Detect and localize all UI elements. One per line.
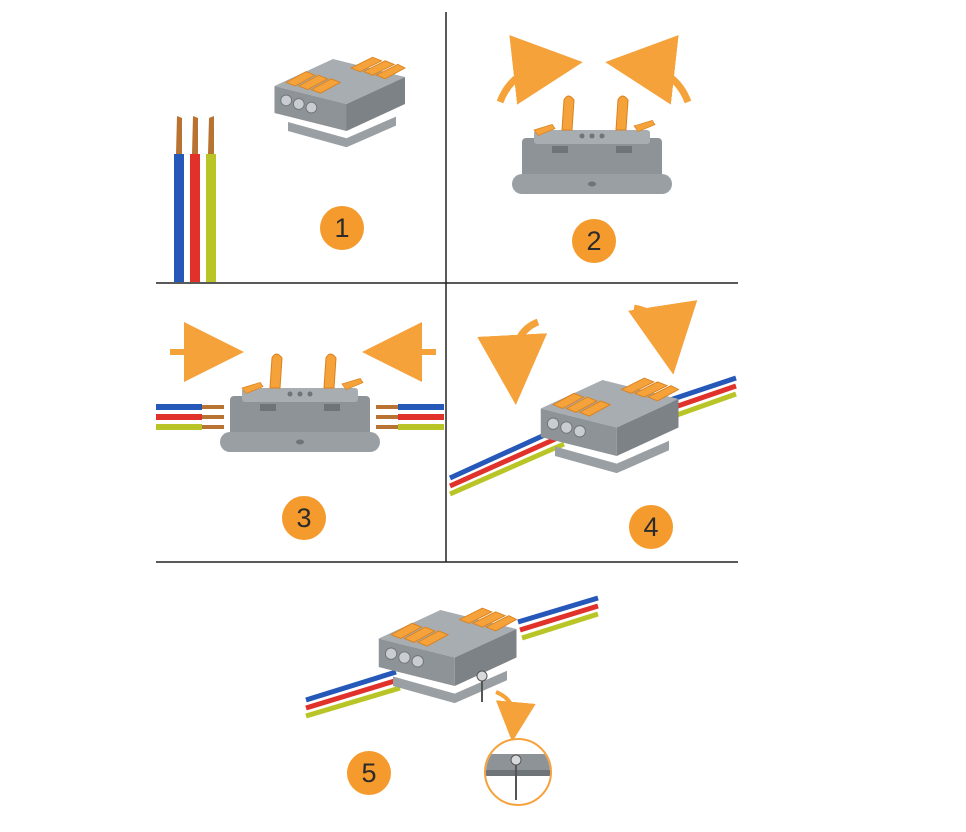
- curved-arrow-icon: [496, 35, 583, 105]
- lever-wire-connector-icon: [512, 95, 672, 194]
- lever-wire-connector-icon: [540, 377, 679, 474]
- wire-bundle: [448, 375, 737, 497]
- step-badge-1: 1: [320, 206, 364, 250]
- mounting-screw-icon: [476, 670, 488, 702]
- step-badge-2: 2: [572, 219, 616, 263]
- panel-step-5: [305, 595, 599, 806]
- stripped-wires-icon: [156, 404, 224, 430]
- step-badge-5: 5: [347, 751, 391, 795]
- stripped-wires-icon: [174, 116, 216, 282]
- wire-bundle: [305, 595, 599, 719]
- lever-wire-connector-icon: [274, 56, 406, 148]
- step-badge-4: 4: [629, 505, 673, 549]
- panel-step-1: [174, 56, 406, 282]
- curved-arrow-icon: [495, 690, 536, 742]
- panel-step-3: [156, 322, 444, 452]
- panel-dividers: [156, 12, 738, 563]
- curved-arrow-icon: [628, 300, 698, 375]
- screw-detail-inset: [484, 738, 552, 806]
- lever-wire-connector-icon: [220, 353, 380, 452]
- step-badge-3: 3: [282, 496, 326, 540]
- panel-step-4: [448, 300, 737, 497]
- panel-step-2: [496, 35, 692, 194]
- curved-arrow-icon: [605, 35, 692, 105]
- stripped-wires-icon: [376, 404, 444, 430]
- curved-arrow-icon: [477, 318, 548, 405]
